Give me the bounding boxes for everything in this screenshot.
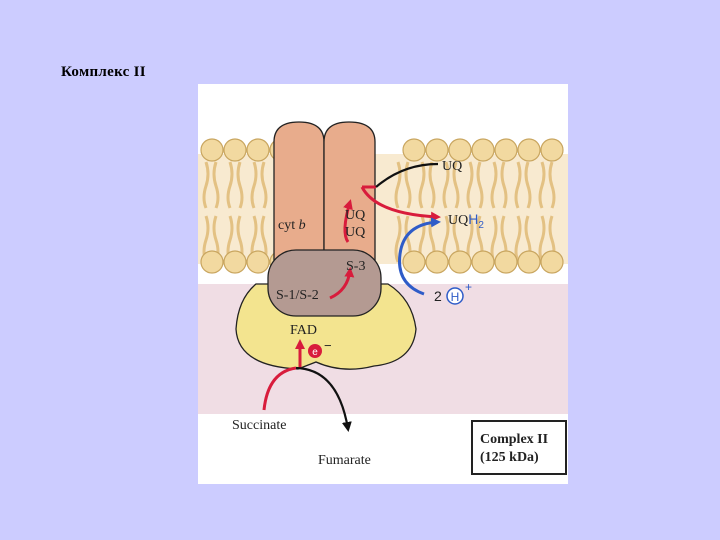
complex-mass: (125 kDa): [480, 450, 539, 465]
iron-sulfur-subunit: [267, 249, 382, 317]
svg-text:+: +: [465, 280, 472, 294]
uqh2-label: UQH2: [448, 211, 484, 231]
diagram-canvas: UQ UQH2 cyt b UQ UQ S-3 S-1/S-2 FAD e − …: [198, 121, 568, 484]
cyt-b-label: cyt b: [278, 218, 306, 233]
s12-label: S-1/S-2: [276, 288, 319, 303]
substrate-path: [295, 162, 439, 432]
uq-site-label-1: UQ: [345, 208, 365, 223]
svg-text:H: H: [451, 290, 460, 304]
slide-title: Комплекс II: [61, 64, 146, 80]
svg-text:−: −: [324, 338, 332, 353]
complex-ii-diagram: UQ UQH2 cyt b UQ UQ S-3 S-1/S-2 FAD e − …: [198, 84, 568, 484]
fad-label: FAD: [290, 323, 317, 338]
fumarate-label: Fumarate: [318, 453, 371, 468]
electron-path: [262, 185, 441, 411]
succinate-label: Succinate: [232, 418, 286, 433]
proton-path: [398, 217, 441, 296]
electron-badge: e −: [308, 338, 332, 358]
uq-label: UQ: [442, 159, 462, 174]
svg-text:e: e: [312, 347, 318, 358]
membrane-bilayer: [198, 138, 568, 274]
s3-label: S-3: [346, 259, 365, 274]
complex-name: Complex II: [480, 432, 548, 447]
uq-site-label-2: UQ: [345, 225, 365, 240]
svg-text:2: 2: [434, 288, 442, 304]
proton-badge: 2 H +: [434, 280, 472, 305]
complex-info-box: Complex II (125 kDa): [471, 420, 567, 475]
